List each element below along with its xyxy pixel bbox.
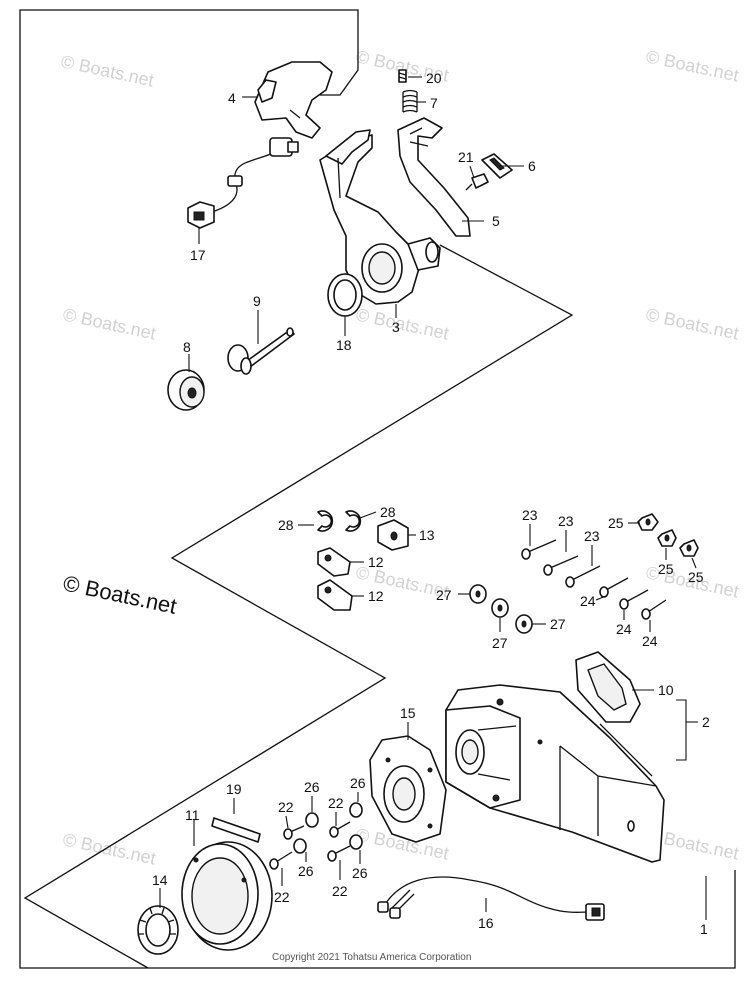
part-24-screws [599, 577, 667, 620]
callout-4: 4 [228, 90, 236, 106]
watermark: © Boats.net [59, 51, 155, 90]
watermark: © Boats.net [61, 829, 157, 868]
callout-24-c: 24 [642, 633, 658, 649]
copyright-text: Copyright 2021 Tohatsu America Corporati… [272, 952, 471, 963]
watermark: © Boats.net [354, 304, 450, 343]
callout-24-b: 24 [616, 621, 632, 637]
part-23-screws [521, 539, 601, 588]
callout-25-a: 25 [608, 515, 624, 531]
part-2-control-housing [445, 684, 665, 863]
callout-17: 17 [190, 247, 206, 263]
part-9-shaft [227, 327, 295, 375]
part-5-lever-arm [397, 117, 471, 237]
watermark: © Boats.net [61, 304, 157, 343]
callout-3: 3 [392, 319, 400, 335]
callout-25-c: 25 [688, 569, 704, 585]
part-16-wire-harness [377, 876, 605, 921]
callout-12-lower: 12 [368, 588, 384, 604]
callout-2: 2 [702, 714, 710, 730]
callout-28-a: 28 [278, 517, 294, 533]
part-27-washers [469, 584, 533, 634]
callout-27-b: 27 [492, 635, 508, 651]
callout-20: 20 [426, 70, 442, 86]
part-13-block [377, 519, 409, 551]
part-19-strip [211, 817, 261, 843]
callout-25-b: 25 [658, 561, 674, 577]
part-20-screw [398, 69, 407, 83]
part-18-o-ring [327, 273, 363, 317]
watermark: © Boats.net [644, 46, 740, 85]
callout-28-b: 28 [380, 504, 396, 520]
part-21-bolt [465, 173, 489, 191]
part-10-gasket [575, 651, 641, 723]
part-3-control-lever [319, 129, 441, 305]
brand-label: © Boats.net [61, 570, 179, 618]
callout-10: 10 [658, 682, 674, 698]
callout-26-a: 26 [304, 779, 320, 795]
callout-5: 5 [492, 213, 500, 229]
zigzag-boundary [23, 244, 574, 969]
callout-21: 21 [458, 149, 474, 165]
callout-24-a: 24 [580, 593, 596, 609]
callout-22-b: 22 [328, 795, 344, 811]
callout-22-c: 22 [274, 889, 290, 905]
callout-15: 15 [400, 705, 416, 721]
callout-26-b: 26 [350, 775, 366, 791]
callout-14: 14 [152, 872, 168, 888]
callout-12-upper: 12 [368, 554, 384, 570]
part-11-drum [181, 841, 273, 951]
part-8-knob [167, 369, 205, 411]
callout-18: 18 [336, 337, 352, 353]
part-6-plate [481, 153, 513, 179]
callout-22-a: 22 [278, 799, 294, 815]
watermark: © Boats.net [644, 304, 740, 343]
callout-7: 7 [430, 95, 438, 111]
callout-16: 16 [478, 915, 494, 931]
callout-27-c: 27 [550, 616, 566, 632]
callout-6: 6 [528, 158, 536, 174]
callout-23-a: 23 [522, 507, 538, 523]
part-12-link-plate-upper [317, 547, 351, 577]
part-7-spring [402, 89, 418, 113]
part-26-washers [293, 802, 363, 854]
callout-9: 9 [253, 293, 261, 309]
part-15-cover-plate [369, 735, 447, 843]
callout-22-d: 22 [332, 883, 348, 899]
part-28-clips [317, 510, 362, 532]
callout-27-a: 27 [436, 587, 452, 603]
part-14-gear-ring [137, 905, 179, 955]
callout-8: 8 [183, 339, 191, 355]
callout-26-d: 26 [352, 865, 368, 881]
callout-13: 13 [419, 527, 435, 543]
callout-23-c: 23 [584, 528, 600, 544]
callout-labels: 1 2 3 4 5 6 7 8 9 10 11 12 12 13 14 15 1… [152, 70, 710, 937]
part-12-link-plate-lower [317, 579, 353, 611]
part-17-switch-harness [187, 137, 299, 229]
part-4-handle-grip [254, 61, 333, 139]
callout-26-c: 26 [298, 863, 314, 879]
leader-lines [159, 76, 707, 920]
callout-11: 11 [185, 807, 200, 823]
callout-1: 1 [700, 921, 708, 937]
diagram-frame [19, 9, 736, 969]
callout-23-b: 23 [558, 513, 574, 529]
callout-19: 19 [226, 781, 242, 797]
part-25-nuts [637, 513, 699, 557]
part-22-bolts [269, 821, 351, 870]
